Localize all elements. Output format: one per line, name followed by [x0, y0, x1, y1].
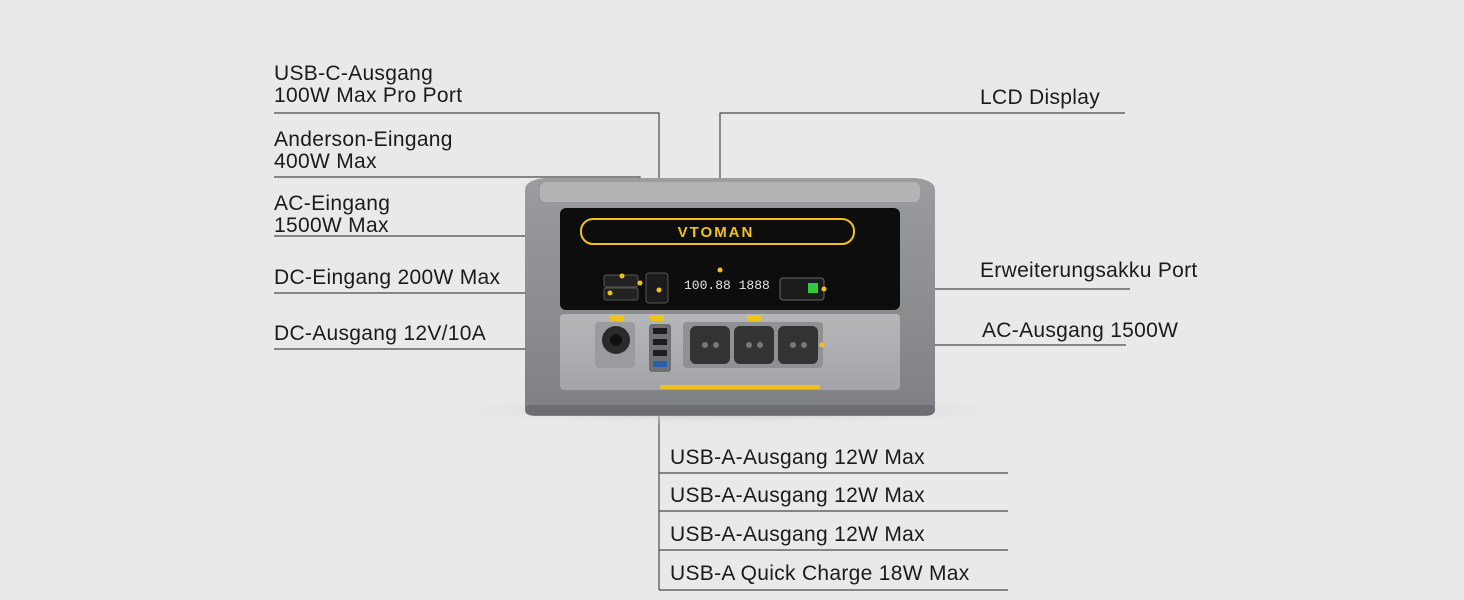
- label-lcd-display: LCD Display: [980, 86, 1100, 109]
- label-anderson-input: Anderson-Eingang 400W Max: [274, 129, 453, 173]
- label-dc-input: DC-Eingang 200W Max: [274, 266, 501, 289]
- label-ac-input: AC-Eingang 1500W Max: [274, 193, 390, 237]
- label-dc-output: DC-Ausgang 12V/10A: [274, 322, 487, 345]
- label-ac-output: AC-Ausgang 1500W: [982, 319, 1179, 342]
- label-line: USB-C-Ausgang: [274, 62, 434, 85]
- label-line: 1500W Max: [274, 214, 389, 237]
- label-line: 400W Max: [274, 150, 377, 173]
- label-usb-c-output: USB-C-Ausgang 100W Max Pro Port: [274, 63, 462, 107]
- lcd-readout: 100.88 1888: [684, 278, 770, 293]
- label-usb-a-2: USB-A-Ausgang 12W Max: [670, 484, 925, 507]
- label-usb-a-1: USB-A-Ausgang 12W Max: [670, 446, 925, 469]
- label-usb-a-3: USB-A-Ausgang 12W Max: [670, 523, 925, 546]
- label-usb-a-quick-charge: USB-A Quick Charge 18W Max: [670, 562, 970, 585]
- label-line: 100W Max Pro Port: [274, 84, 463, 107]
- label-expansion-port: Erweiterungsakku Port: [980, 259, 1198, 282]
- brand-logo: VTOMAN: [678, 224, 755, 241]
- label-line: AC-Eingang: [274, 192, 391, 215]
- label-line: Anderson-Eingang: [274, 128, 453, 151]
